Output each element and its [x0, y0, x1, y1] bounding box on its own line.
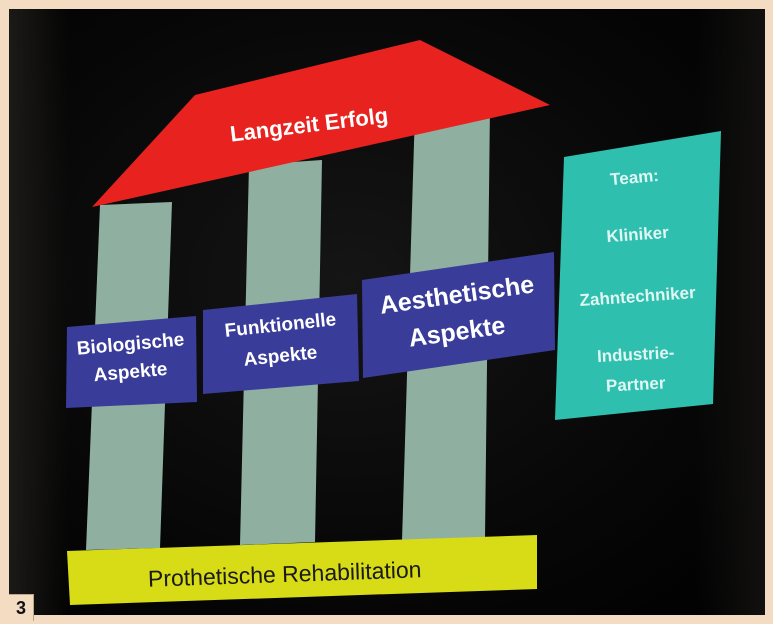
- team-title: Team:: [609, 166, 659, 189]
- team-member-industry-line1: Industrie-: [597, 343, 675, 366]
- figure-number-badge: 3: [9, 594, 34, 621]
- aspect-box-biological: [66, 316, 197, 408]
- team-box: [555, 131, 721, 420]
- team-member-industry-line2: Partner: [605, 373, 666, 395]
- roof: [92, 40, 550, 207]
- aspect-box-functional: [203, 294, 359, 394]
- foundation: [67, 535, 537, 605]
- aspect-box-aesthetic: [362, 252, 555, 378]
- team-member-clinician: Kliniker: [606, 223, 670, 246]
